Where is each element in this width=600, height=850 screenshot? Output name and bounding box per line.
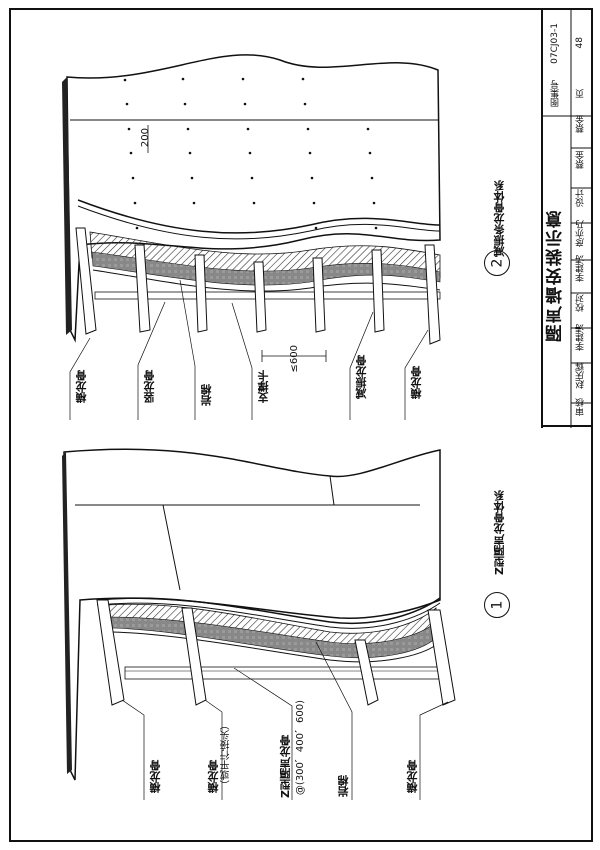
- design-label: 设计: [575, 188, 586, 207]
- signature-2: 李建涛: [575, 324, 586, 351]
- page-label: 页: [575, 88, 586, 98]
- label-support-clip: 支撑卡: [257, 370, 270, 403]
- label-horizontal-keel-3: 横龙骨: [149, 760, 162, 793]
- check-label: 校对: [575, 293, 586, 312]
- atlas-number: 07CJ03-1: [550, 22, 560, 64]
- signature-4: 蔡金: [575, 115, 586, 133]
- label-damping-keel: 减振龙骨: [355, 355, 368, 399]
- design-name: 蔡金: [575, 151, 586, 169]
- label-z-keel-spacing: @(300、400、600): [295, 700, 306, 796]
- label-horizontal-keel-1: 横龙骨: [75, 370, 88, 403]
- label-z-keel: Z型隔声龙骨: [279, 735, 292, 798]
- label-horizontal-keel-5: 横龙骨: [406, 760, 419, 793]
- label-rock-wool-1: 岩棉: [337, 775, 350, 797]
- dimension-screw-spacing: 200: [140, 128, 151, 148]
- check-name: 李建涛: [575, 255, 586, 282]
- drawing-title: 隔声墙安装示意: [545, 208, 566, 342]
- label-vertical-keel: 竖龙骨: [143, 370, 156, 403]
- label-rock-wool-2: 岩棉: [200, 384, 213, 406]
- detail-1-caption: Z型隔声龙骨体系: [493, 490, 506, 575]
- detail-2-caption: 减振条龙骨体系: [493, 180, 506, 257]
- review-name: 赵庆辉: [575, 361, 586, 389]
- detail-1-drawing: [62, 448, 456, 800]
- title-block: [541, 8, 593, 428]
- label-parallel-joint: （或平行接头）: [221, 720, 232, 790]
- label-horizontal-keel-2: 横龙骨: [410, 366, 423, 399]
- detail-2-drawing: [62, 54, 441, 420]
- dimension-spacing: ≤600: [289, 345, 300, 373]
- review-label: 审核: [575, 397, 586, 416]
- label-horizontal-keel-4: 横龙骨: [207, 760, 220, 793]
- atlas-number-label: 图集号: [550, 79, 561, 107]
- detail-1-number: 1: [484, 592, 510, 618]
- detail-2-number: 2: [484, 250, 510, 276]
- signature-3: 彦亦乃: [575, 220, 586, 247]
- page-number: 48: [575, 37, 585, 49]
